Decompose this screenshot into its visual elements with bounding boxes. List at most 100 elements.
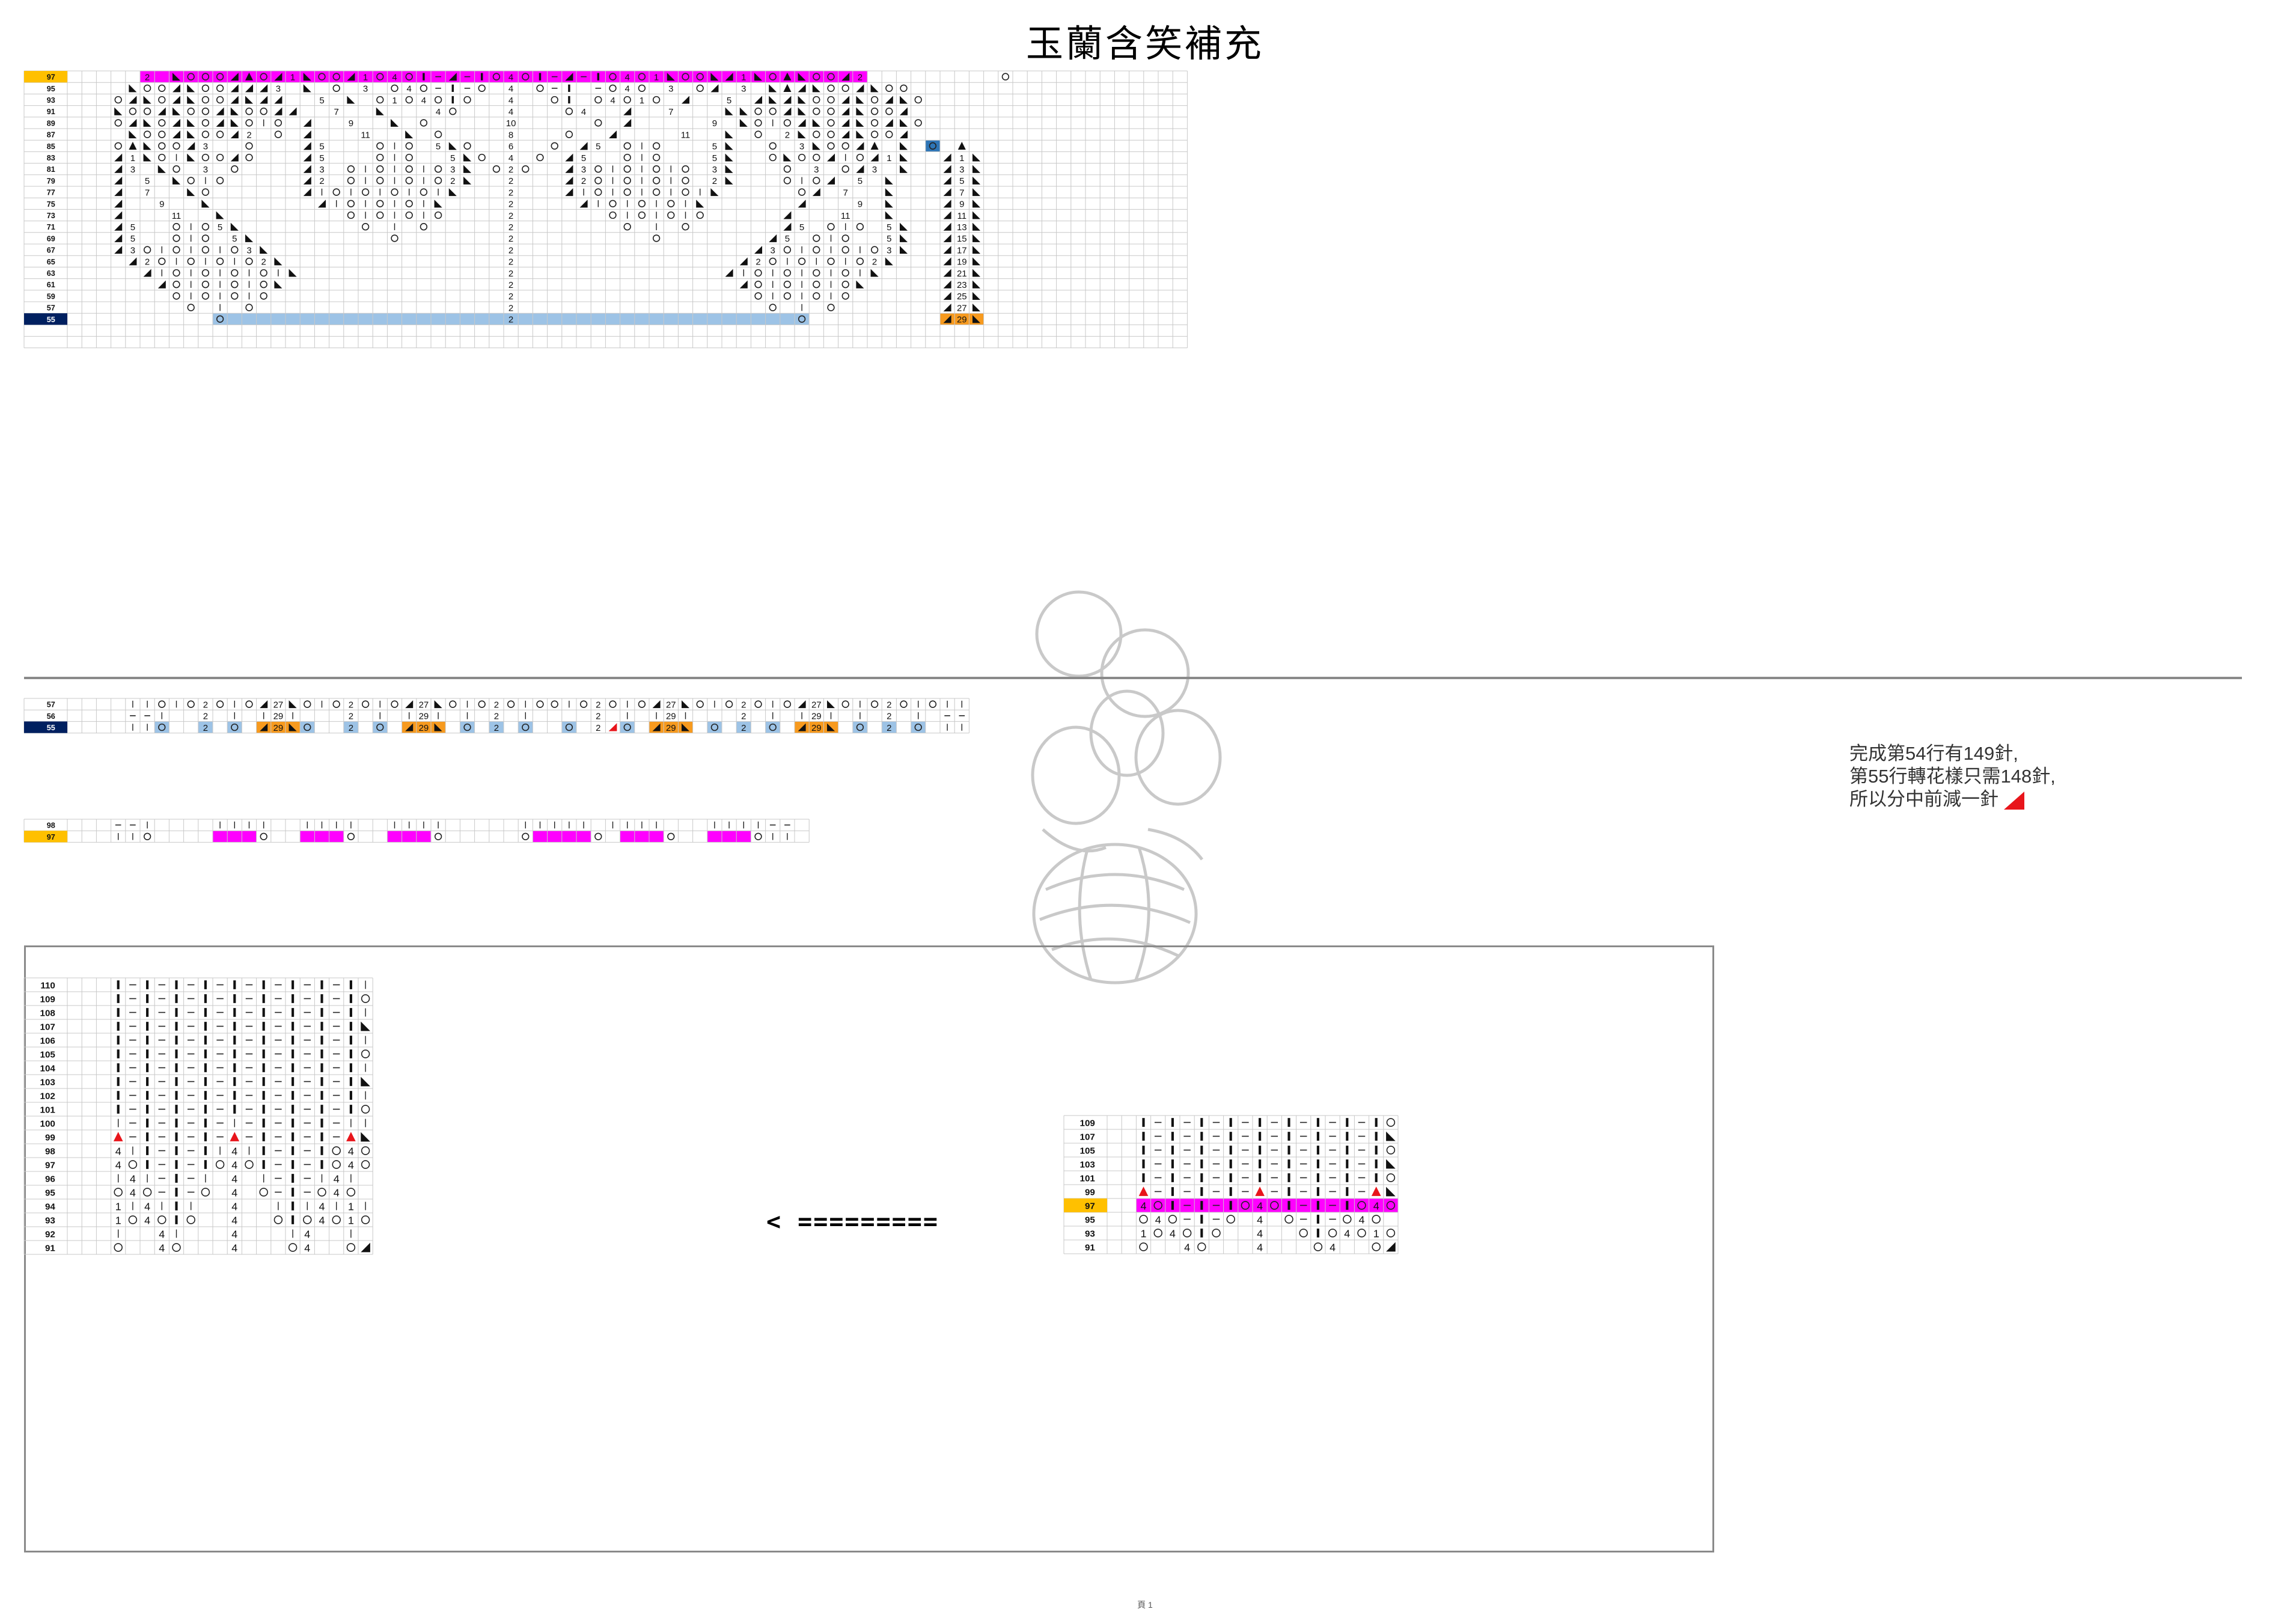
stitch-count-label: 7 (959, 188, 964, 198)
yarn-over-icon (914, 119, 922, 127)
stitch-count-label: 2 (203, 700, 208, 710)
yarn-over-icon (143, 108, 151, 115)
yarn-over-icon (347, 832, 355, 840)
twisted-knit-icon (539, 73, 542, 81)
twisted-knit-icon (1200, 1146, 1203, 1155)
twisted-knit-icon (349, 1105, 352, 1114)
yarn-over-icon (769, 304, 777, 311)
stitch-count-label: 4 (392, 72, 397, 82)
yarn-over-icon (187, 73, 195, 81)
twisted-knit-icon (568, 84, 570, 92)
left-decrease-icon (187, 142, 195, 150)
stitch-count-label: 3 (203, 165, 208, 175)
yarn-over-icon (173, 292, 180, 300)
left-decrease-icon (783, 107, 792, 115)
row-number: 108 (40, 1008, 55, 1018)
stitch-count-label: 4 (231, 1173, 237, 1185)
yarn-over-icon (682, 188, 689, 196)
stitch-count-label: 3 (712, 165, 717, 175)
chart-row: 98 (47, 822, 790, 830)
stitch-count-label: 4 (1373, 1200, 1379, 1212)
right-decrease-icon (754, 73, 763, 81)
twisted-knit-icon (262, 994, 265, 1003)
yarn-over-icon (827, 73, 835, 81)
yarn-over-icon (696, 211, 704, 219)
yarn-over-icon (201, 246, 210, 254)
stitch-count-label: 1 (654, 72, 659, 82)
centered-decrease-red-icon (1138, 1186, 1149, 1196)
twisted-knit-icon (292, 1119, 295, 1128)
yarn-over-icon (682, 73, 689, 81)
left-decrease-icon (114, 153, 123, 162)
twisted-knit-icon (233, 980, 236, 989)
right-decrease-icon (187, 130, 195, 139)
twisted-knit-icon (262, 1105, 265, 1114)
yarn-over-icon (1328, 1229, 1337, 1238)
yarn-over-icon (173, 281, 180, 288)
yarn-over-icon (1182, 1229, 1192, 1238)
stitch-count-label: 29 (811, 712, 822, 722)
yarn-over-icon (478, 700, 486, 708)
left-decrease-icon (798, 700, 806, 709)
right-decrease-icon (972, 257, 981, 266)
left-decrease-icon (303, 153, 311, 162)
yarn-over-icon (652, 177, 661, 185)
yarn-over-icon (841, 269, 849, 277)
yarn-over-icon (245, 257, 253, 265)
right-decrease-icon (448, 188, 457, 197)
yarn-over-icon (114, 96, 122, 104)
stitch-count-label: 3 (130, 165, 135, 175)
highlight-band (620, 721, 635, 733)
yarn-over-icon (114, 1243, 123, 1252)
yarn-over-icon (609, 200, 617, 207)
yarn-over-icon (463, 723, 471, 731)
yarn-over-icon (201, 1188, 210, 1197)
yarn-over-icon (783, 292, 792, 300)
right-decrease-icon (216, 211, 224, 219)
yarn-over-icon (754, 119, 762, 127)
twisted-knit-icon (117, 1077, 120, 1086)
twisted-knit-icon (1259, 1146, 1262, 1155)
highlight-band (300, 721, 315, 733)
centered-decrease-red-icon (1255, 1186, 1265, 1196)
yarn-over-icon (216, 84, 224, 92)
stitch-count-label: 2 (508, 315, 513, 325)
twisted-knit-icon (1171, 1159, 1174, 1168)
twisted-knit-icon (1375, 1159, 1378, 1168)
twisted-knit-icon (1346, 1118, 1349, 1127)
row-number: 71 (47, 223, 55, 231)
twisted-knit-icon (1346, 1187, 1349, 1196)
twisted-knit-icon (349, 1091, 352, 1100)
chart-row: 97 (24, 831, 788, 843)
yarn-over-icon (420, 188, 428, 196)
yarn-over-icon (128, 1160, 138, 1169)
yarn-over-icon (129, 108, 137, 115)
twisted-knit-icon (1142, 1173, 1145, 1182)
yarn-over-icon (420, 223, 428, 231)
yarn-over-icon (594, 119, 602, 127)
yarn-over-icon (856, 257, 864, 265)
yarn-over-icon (201, 96, 210, 104)
yarn-over-icon (1299, 1229, 1308, 1238)
row-number: 97 (47, 73, 55, 82)
yarn-over-icon (769, 257, 777, 265)
yarn-over-icon (231, 269, 239, 277)
right-decrease-icon (114, 107, 123, 115)
row-number: 56 (47, 712, 55, 721)
right-decrease-icon (870, 84, 879, 93)
yarn-over-icon (798, 257, 806, 265)
yarn-over-icon (870, 119, 879, 127)
left-decrease-icon (943, 188, 951, 197)
yarn-over-icon (813, 108, 820, 115)
right-decrease-icon (303, 84, 311, 93)
row-number: 95 (47, 85, 55, 93)
row-number: 97 (47, 833, 55, 841)
twisted-knit-icon (292, 1077, 295, 1086)
right-decrease-icon (725, 107, 733, 115)
left-decrease-icon (260, 700, 268, 709)
left-decrease-icon (841, 107, 850, 115)
